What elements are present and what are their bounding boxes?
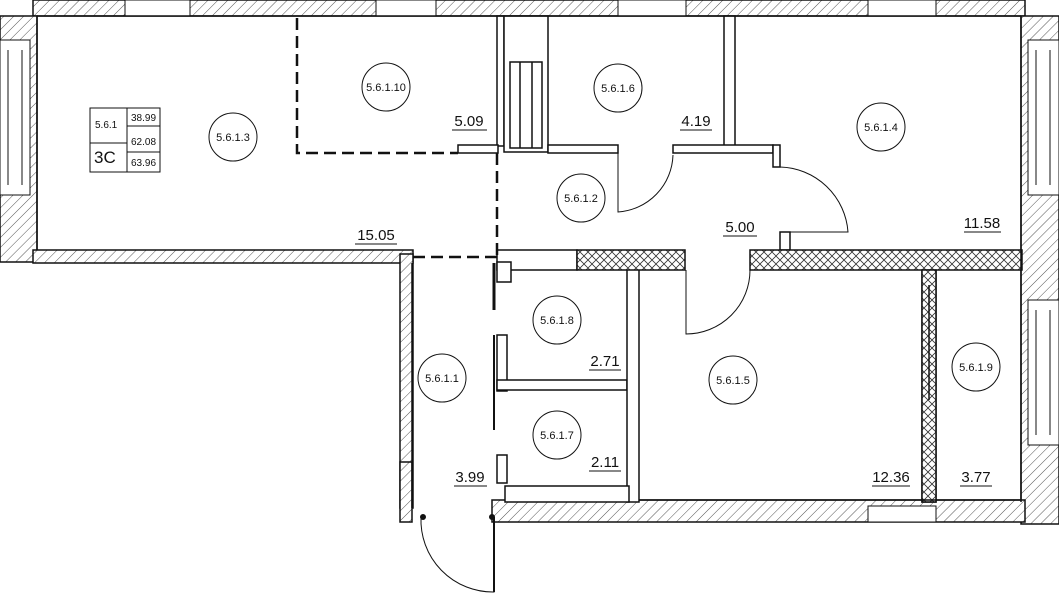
apartment-area-with-balcony: 63.96 bbox=[131, 158, 156, 169]
apartment-id: 5.6.1 bbox=[95, 120, 118, 131]
room-id-5.6.1.1: 5.6.1.1 bbox=[425, 373, 459, 385]
area-underlines bbox=[355, 129, 1001, 487]
doors bbox=[420, 153, 930, 593]
room-area-5.6.1.6: 4.19 bbox=[681, 113, 710, 130]
room-marker-5.6.1.8 bbox=[532, 295, 582, 345]
room-marker-5.6.1.6 bbox=[593, 63, 643, 113]
room-marker-5.6.1.7 bbox=[532, 410, 582, 460]
room-id-5.6.1.6: 5.6.1.6 bbox=[601, 83, 635, 95]
room-area-5.6.1.7: 2.11 bbox=[591, 454, 619, 471]
room-area-5.6.1.2: 5.00 bbox=[725, 219, 754, 236]
room-id-5.6.1.2: 5.6.1.2 bbox=[564, 193, 598, 205]
room-id-5.6.1.7: 5.6.1.7 bbox=[540, 430, 574, 442]
room-id-labels: 5.6.1.3 5.6.1.10 5.6.1.6 5.6.1.4 5.6.1.2… bbox=[216, 82, 993, 442]
room-marker-5.6.1.5 bbox=[708, 355, 758, 405]
zone-lines bbox=[295, 18, 499, 259]
room-id-5.6.1.9: 5.6.1.9 bbox=[959, 362, 993, 374]
wall-outlines bbox=[36, 15, 1022, 508]
apartment-type: 3С bbox=[94, 148, 116, 167]
room-area-5.6.1.10: 5.09 bbox=[454, 113, 483, 130]
room-marker-5.6.1.9 bbox=[951, 342, 1001, 392]
room-area-labels: 15.05 5.09 4.19 11.58 5.00 2.71 3.99 2.1… bbox=[357, 113, 1000, 486]
room-area-5.6.1.8: 2.71 bbox=[590, 353, 619, 370]
apartment-total-area: 62.08 bbox=[131, 137, 156, 148]
room-area-5.6.1.5: 12.36 bbox=[872, 469, 910, 486]
room-id-5.6.1.4: 5.6.1.4 bbox=[864, 122, 898, 134]
room-marker-5.6.1.1 bbox=[417, 353, 467, 403]
room-id-5.6.1.8: 5.6.1.8 bbox=[540, 315, 574, 327]
window-frames bbox=[7, 50, 1051, 435]
room-marker-5.6.1.4 bbox=[856, 102, 906, 152]
room-id-5.6.1.3: 5.6.1.3 bbox=[216, 132, 250, 144]
room-id-5.6.1.5: 5.6.1.5 bbox=[716, 375, 750, 387]
room-area-5.6.1.1: 3.99 bbox=[455, 469, 484, 486]
room-area-5.6.1.9: 3.77 bbox=[961, 469, 990, 486]
room-marker-5.6.1.2 bbox=[556, 173, 606, 223]
room-marker-5.6.1.3 bbox=[208, 112, 258, 162]
room-marker-5.6.1.10 bbox=[361, 62, 411, 112]
room-markers bbox=[208, 62, 1001, 460]
room-id-5.6.1.10: 5.6.1.10 bbox=[366, 82, 406, 94]
windows bbox=[0, 0, 1059, 523]
apartment-living-area: 38.99 bbox=[131, 113, 156, 124]
apartment-info-table: 5.6.1 3С 38.99 62.08 63.96 bbox=[89, 107, 161, 173]
room-area-5.6.1.3: 15.05 bbox=[357, 227, 395, 244]
room-area-5.6.1.4: 11.58 bbox=[964, 215, 1000, 232]
